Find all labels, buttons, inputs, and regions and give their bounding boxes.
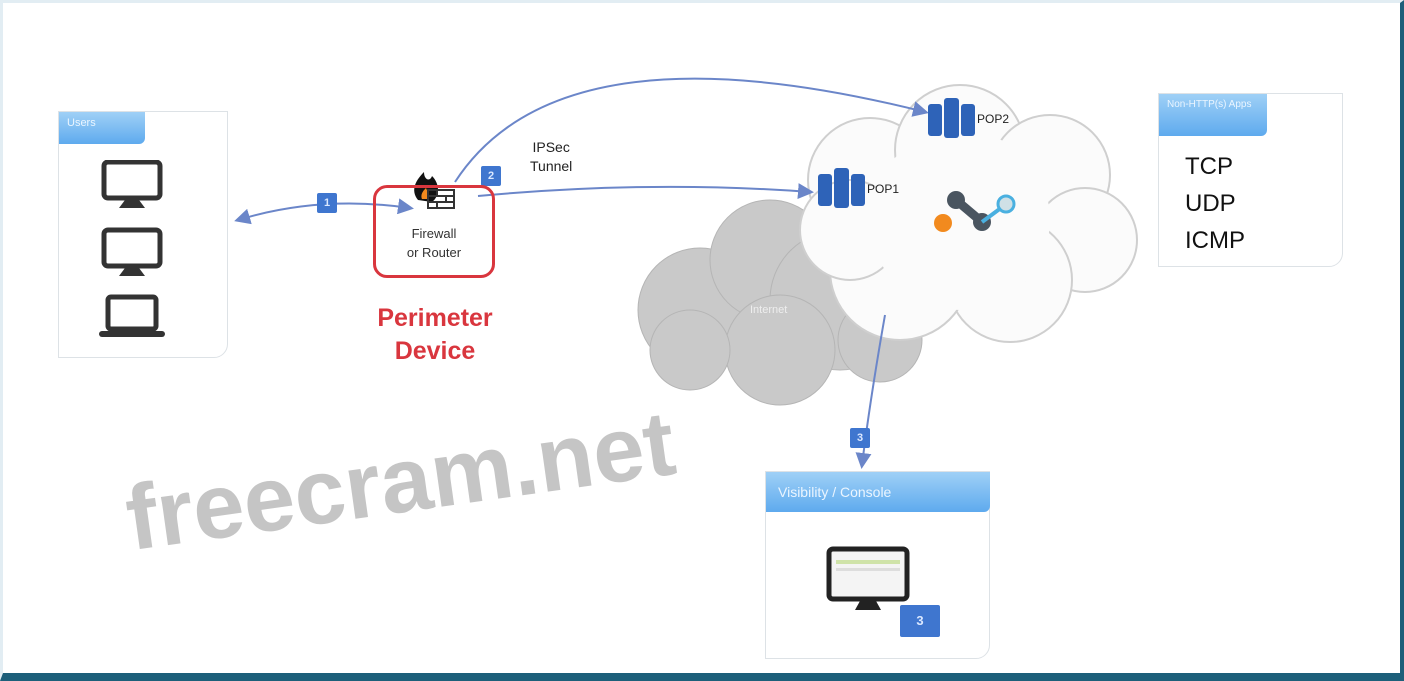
console-step-badge: 3 <box>900 605 940 637</box>
protocol-tcp: TCP <box>1185 153 1233 180</box>
users-panel: Users <box>58 111 228 358</box>
device-label: Device <box>394 337 476 365</box>
protocol-icmp: ICMP <box>1185 227 1245 254</box>
apps-panel-title: Non-HTTP(s) Apps <box>1159 94 1267 136</box>
laptop-icon <box>99 294 165 337</box>
device-label-line1: Firewall <box>411 226 457 241</box>
non-http-apps-panel: Non-HTTP(s) Apps TCP UDP ICMP <box>1158 93 1343 267</box>
user-devices <box>99 160 165 337</box>
device-label-line2: or Router <box>406 245 462 260</box>
console-monitor-icon <box>826 546 910 610</box>
internet-label: Internet <box>750 304 788 316</box>
arrow-tunnel-pop1 <box>477 183 814 200</box>
ipsec-tunnel-label: IPSec Tunnel <box>530 139 573 174</box>
logo-icon <box>934 191 1016 232</box>
users-panel-title: Users <box>59 112 145 144</box>
arrow-cloud-console <box>855 314 886 469</box>
console-panel-title: Visibility / Console <box>766 472 990 512</box>
desktop-icon <box>101 160 163 208</box>
visibility-console-panel: Visibility / Console 3 <box>765 471 990 659</box>
pop1-label: POP1 <box>867 182 900 196</box>
arrow-firewall-pop2 <box>454 77 929 183</box>
pop1-server-icon <box>818 168 865 208</box>
perimeter-label: Perimeter <box>377 304 493 332</box>
step-3-badge: 3 <box>850 428 870 448</box>
firewall-router-box: Firewall or Router <box>373 185 495 278</box>
step-1-badge: 1 <box>317 193 337 213</box>
pop2-label: POP2 <box>977 112 1010 126</box>
desktop-icon <box>101 227 163 276</box>
protocol-udp: UDP <box>1185 190 1236 217</box>
step-2-badge: 2 <box>481 166 501 186</box>
pop2-server-icon <box>928 98 975 138</box>
